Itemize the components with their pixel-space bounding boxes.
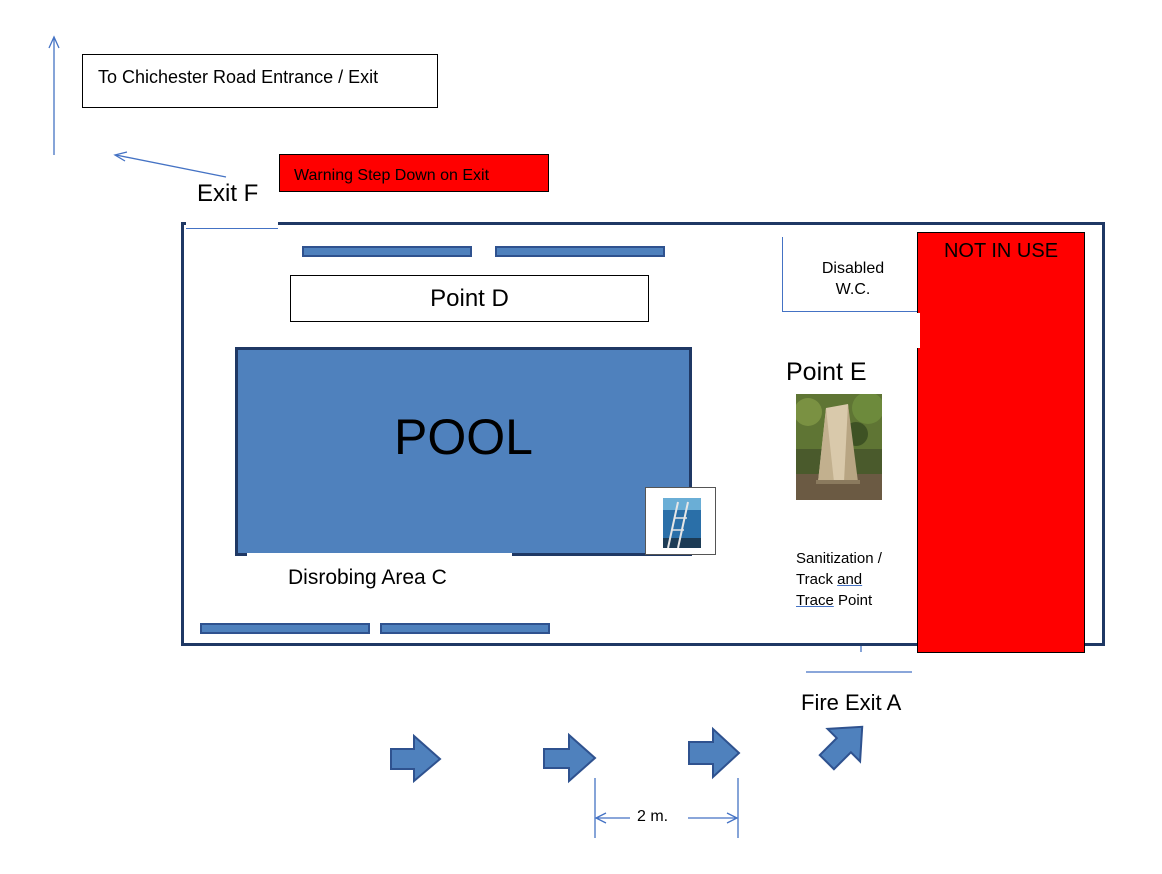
exit-f-label: Exit F bbox=[197, 180, 259, 207]
exit-f-doorway bbox=[186, 219, 278, 226]
fire-exit-a-label: Fire Exit A bbox=[801, 690, 902, 715]
direction-arrow-icon bbox=[818, 725, 864, 771]
sanitization-point-label: Sanitization / Track and Trace Point bbox=[796, 550, 882, 609]
direction-arrow-icon bbox=[390, 733, 442, 784]
direction-arrow-icon bbox=[543, 732, 597, 784]
bench bbox=[495, 246, 665, 257]
warning-sign: Warning Step Down on Exit bbox=[279, 154, 549, 192]
bench bbox=[302, 246, 472, 257]
route-sign-chichester: To Chichester Road Entrance / Exit bbox=[82, 54, 438, 108]
pool-ladder-photo bbox=[645, 487, 716, 555]
direction-arrow-icon bbox=[688, 726, 741, 780]
distance-label: 2 m. bbox=[637, 808, 669, 825]
disabled-wc-room bbox=[782, 237, 917, 312]
pool-label: POOL bbox=[394, 409, 533, 465]
point-d-box: Point D bbox=[290, 275, 649, 322]
bench bbox=[380, 623, 550, 634]
not-in-use-label: NOT IN USE bbox=[943, 240, 1059, 262]
disabled-wc-label: Disabled W.C. bbox=[821, 260, 885, 298]
pool bbox=[235, 347, 692, 556]
route-arrow-exit-f bbox=[115, 154, 227, 178]
disrobing-area-label: Disrobing Area C bbox=[288, 566, 447, 589]
tent-photo bbox=[794, 392, 884, 500]
point-e-label: Point E bbox=[786, 358, 867, 386]
bench bbox=[200, 623, 370, 634]
not-in-use-area bbox=[917, 232, 1085, 653]
